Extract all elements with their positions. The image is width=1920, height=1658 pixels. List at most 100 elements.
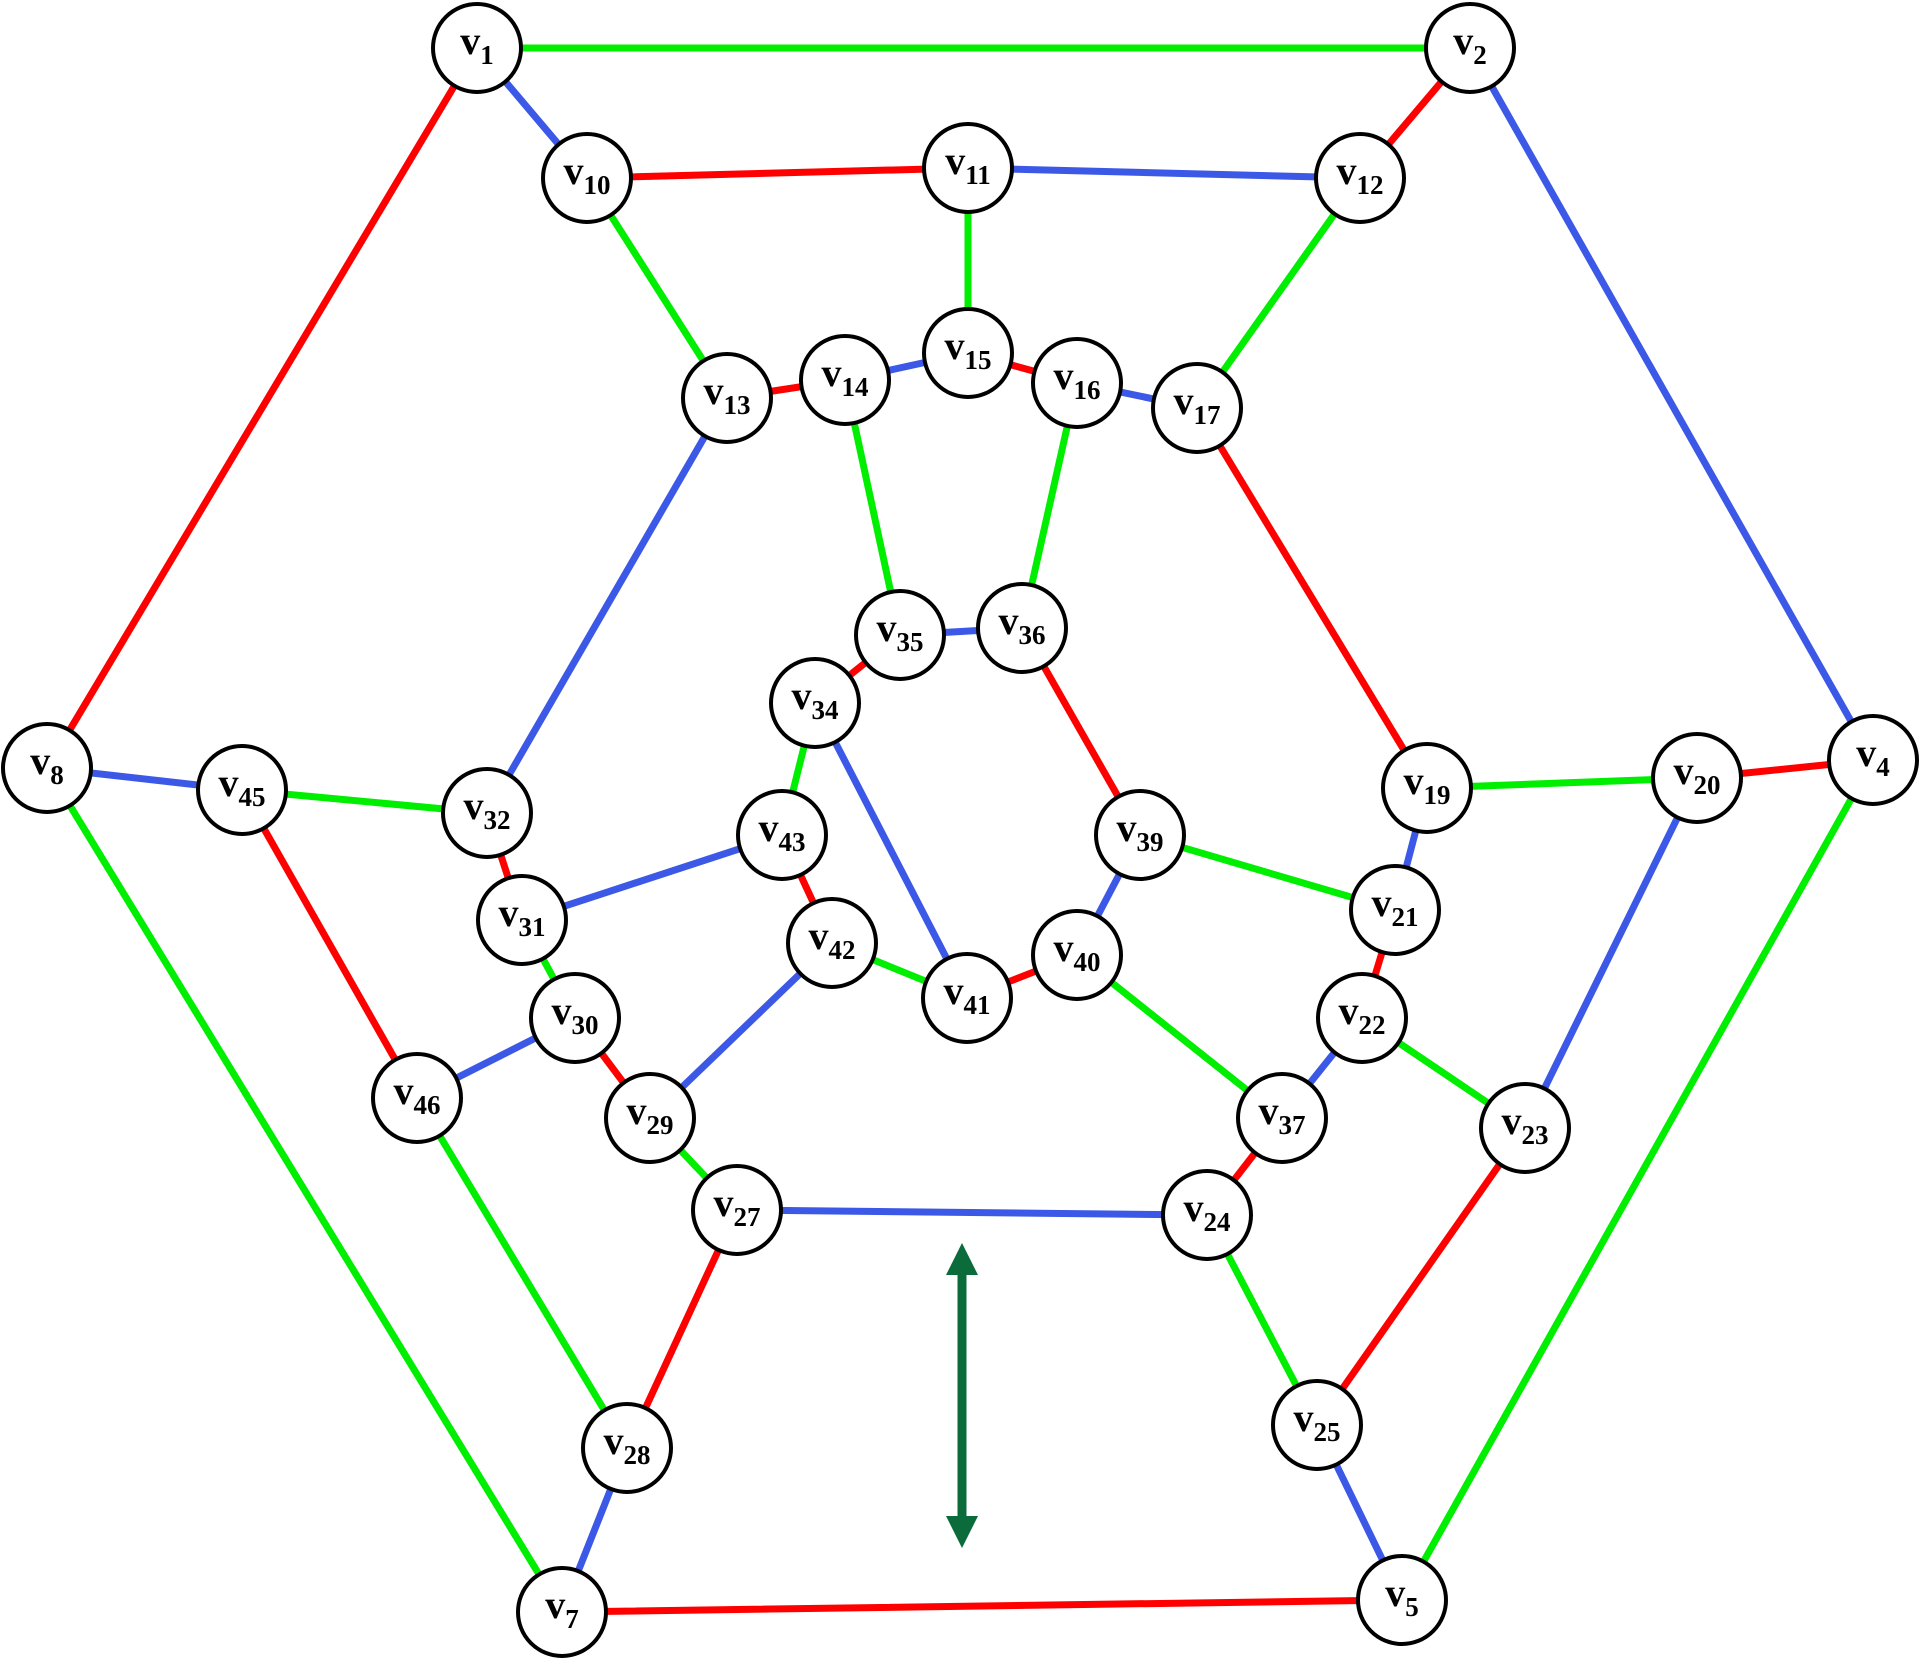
node-v2: v2 <box>1424 2 1516 94</box>
node-v25: v25 <box>1271 1379 1363 1471</box>
edge-v46-v28 <box>413 1094 631 1452</box>
node-label: v40 <box>1054 925 1101 977</box>
node-v29: v29 <box>604 1072 696 1164</box>
node-v35: v35 <box>854 589 946 681</box>
edge-v34-v41 <box>811 699 971 1002</box>
node-circle <box>1651 732 1743 824</box>
arrow-head-up <box>946 1243 978 1275</box>
node-v16: v16 <box>1031 337 1123 429</box>
node-v19: v19 <box>1381 742 1473 834</box>
node-label: v17 <box>1174 378 1221 430</box>
node-v21: v21 <box>1349 864 1441 956</box>
node-circle <box>1161 1169 1253 1261</box>
node-v23: v23 <box>1479 1082 1571 1174</box>
node-label: v4 <box>1856 730 1890 782</box>
node-label: v20 <box>1674 748 1721 800</box>
edge-v11-v12 <box>964 164 1364 182</box>
node-v46: v46 <box>371 1052 463 1144</box>
node-circle <box>786 897 878 989</box>
node-label: v22 <box>1339 988 1386 1040</box>
node-circle <box>1 722 93 814</box>
node-v4: v4 <box>1827 714 1919 806</box>
node-v41: v41 <box>921 952 1013 1044</box>
node-v36: v36 <box>976 582 1068 674</box>
node-v37: v37 <box>1236 1072 1328 1164</box>
node-circle <box>1236 1072 1328 1164</box>
node-circle <box>516 1566 608 1658</box>
node-circle <box>541 132 633 224</box>
edge-v13-v32 <box>483 394 731 817</box>
node-label: v7 <box>545 1582 579 1634</box>
node-circle <box>681 352 773 444</box>
node-label: v16 <box>1054 353 1101 405</box>
node-label: v21 <box>1372 880 1419 932</box>
node-label: v29 <box>627 1088 674 1140</box>
node-v1: v1 <box>431 2 523 94</box>
node-label: v19 <box>1404 758 1451 810</box>
edge-v4-v5 <box>1398 756 1877 1604</box>
node-circle <box>1314 132 1406 224</box>
node-circle <box>529 972 621 1064</box>
node-circle <box>1271 1379 1363 1471</box>
node-v32: v32 <box>441 767 533 859</box>
edge-v1-v8 <box>43 44 481 772</box>
arrow-head-down <box>946 1516 978 1548</box>
node-label: v25 <box>1294 1395 1341 1447</box>
node-v30: v30 <box>529 972 621 1064</box>
node-v10: v10 <box>541 132 633 224</box>
node-label: v15 <box>945 323 992 375</box>
node-circle <box>1094 789 1186 881</box>
node-label: v10 <box>564 148 611 200</box>
edge-v10-v11 <box>583 164 972 182</box>
edge-v8-v7 <box>43 764 566 1616</box>
node-v22: v22 <box>1316 972 1408 1064</box>
node-v42: v42 <box>786 897 878 989</box>
node-circle <box>196 744 288 836</box>
node-v12: v12 <box>1314 132 1406 224</box>
node-v27: v27 <box>691 1164 783 1256</box>
node-v43: v43 <box>736 789 828 881</box>
node-label: v23 <box>1502 1098 1549 1150</box>
node-circle <box>799 334 891 426</box>
edge-v17-v19 <box>1193 404 1431 792</box>
edge-v23-v25 <box>1313 1124 1529 1429</box>
node-circle <box>921 952 1013 1044</box>
node-v11: v11 <box>922 122 1014 214</box>
node-circle <box>1031 337 1123 429</box>
node-circle <box>922 307 1014 399</box>
node-v15: v15 <box>922 307 1014 399</box>
edge-v27-v24 <box>733 1206 1211 1219</box>
node-label: v5 <box>1385 1570 1419 1622</box>
node-label: v8 <box>30 738 64 790</box>
node-circle <box>1827 714 1919 806</box>
node-circle <box>441 767 533 859</box>
node-label: v27 <box>714 1180 761 1232</box>
node-circle <box>769 657 861 749</box>
node-v31: v31 <box>476 874 568 966</box>
edge-v12-v17 <box>1193 174 1364 412</box>
node-label: v39 <box>1117 805 1164 857</box>
node-label: v31 <box>499 890 546 942</box>
node-label: v2 <box>1453 18 1487 70</box>
node-label: v11 <box>945 138 991 190</box>
node-v8: v8 <box>1 722 93 814</box>
node-v14: v14 <box>799 334 891 426</box>
node-label: v1 <box>460 18 494 70</box>
node-circle <box>1349 864 1441 956</box>
node-circle <box>1316 972 1408 1064</box>
node-circle <box>691 1164 783 1256</box>
node-circle <box>604 1072 696 1164</box>
node-circle <box>1356 1554 1448 1646</box>
node-circle <box>431 2 523 94</box>
node-circle <box>1151 362 1243 454</box>
node-v5: v5 <box>1356 1554 1448 1646</box>
node-label: v14 <box>822 350 869 402</box>
node-v45: v45 <box>196 744 288 836</box>
node-v17: v17 <box>1151 362 1243 454</box>
node-circle <box>922 122 1014 214</box>
double-arrow-icon <box>946 1243 978 1548</box>
node-label: v24 <box>1184 1185 1231 1237</box>
node-v24: v24 <box>1161 1169 1253 1261</box>
